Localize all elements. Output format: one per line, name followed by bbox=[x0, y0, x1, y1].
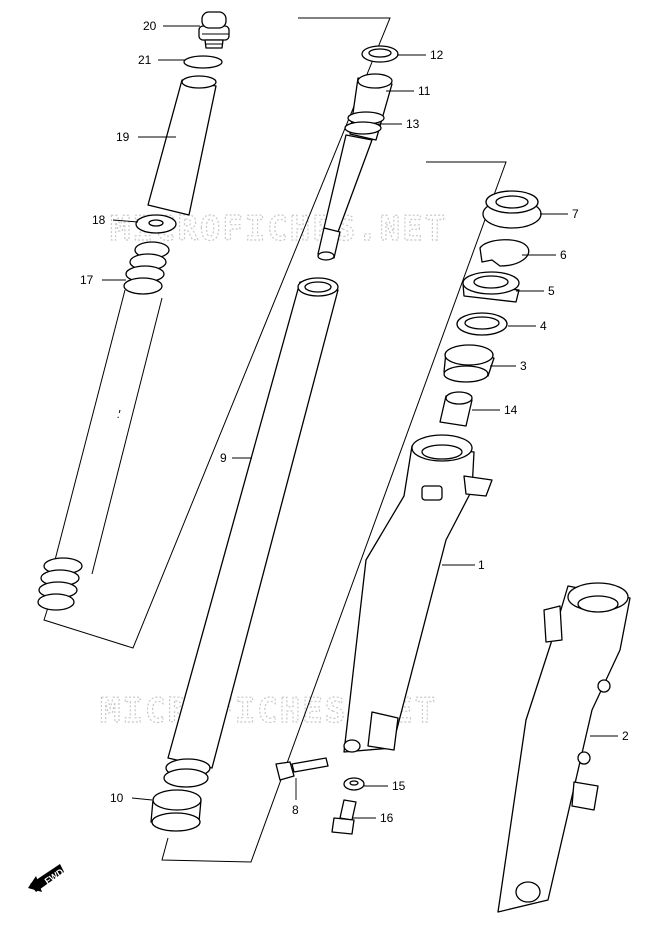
part-19-spacer[interactable] bbox=[147, 75, 217, 216]
leader-lines bbox=[102, 25, 618, 819]
part-8-bolt[interactable] bbox=[275, 757, 329, 781]
part-13-piston-ring[interactable] bbox=[344, 111, 385, 135]
callout-13: 13 bbox=[406, 117, 420, 131]
part-18-washer[interactable] bbox=[135, 214, 177, 234]
callout-8: 8 bbox=[292, 803, 299, 817]
callout-5: 5 bbox=[548, 284, 555, 298]
callout-16: 16 bbox=[380, 811, 394, 825]
callout-18: 18 bbox=[92, 213, 106, 227]
fwd-direction-arrow: FWD bbox=[28, 864, 66, 892]
inner-tube-assembly-bracket bbox=[43, 17, 391, 649]
callout-7: 7 bbox=[572, 207, 579, 221]
part-21-o-ring[interactable] bbox=[183, 55, 223, 69]
callout-6: 6 bbox=[560, 248, 567, 262]
part-20-cap-bolt[interactable] bbox=[198, 11, 230, 49]
part-2-outer-tube-left[interactable] bbox=[497, 582, 631, 913]
callout-14: 14 bbox=[504, 403, 518, 417]
callout-17: 17 bbox=[80, 273, 94, 287]
part-3-guide-bushing[interactable] bbox=[443, 344, 495, 383]
part-1-outer-tube-right[interactable] bbox=[343, 434, 493, 753]
part-4-washer[interactable] bbox=[456, 312, 508, 336]
callout-1: 1 bbox=[478, 558, 485, 572]
callout-9: 9 bbox=[220, 451, 227, 465]
callout-15: 15 bbox=[392, 779, 406, 793]
callout-11: 11 bbox=[418, 84, 431, 98]
callout-10: 10 bbox=[110, 791, 124, 805]
part-14-oil-lock-piece[interactable] bbox=[439, 391, 473, 427]
callout-4: 4 bbox=[540, 319, 547, 333]
callout-21: 21 bbox=[138, 53, 152, 67]
callout-20: 20 bbox=[143, 19, 157, 33]
part-9-inner-tube[interactable] bbox=[163, 277, 339, 788]
callout-labels: 20 21 19 18 17 9 10 12 11 13 7 6 5 4 3 1… bbox=[80, 19, 629, 825]
part-5-oil-seal[interactable] bbox=[462, 271, 520, 303]
callout-3: 3 bbox=[520, 359, 527, 373]
callout-2: 2 bbox=[622, 729, 629, 743]
part-12-ring[interactable] bbox=[361, 45, 399, 63]
part-16-bolt[interactable] bbox=[331, 799, 357, 835]
part-17-fork-spring[interactable] bbox=[37, 241, 170, 611]
part-10-slide-bushing[interactable] bbox=[150, 789, 202, 832]
callout-19: 19 bbox=[116, 130, 130, 144]
part-6-circlip[interactable] bbox=[479, 239, 530, 267]
callout-12: 12 bbox=[430, 48, 444, 62]
part-15-washer[interactable] bbox=[343, 777, 365, 791]
part-7-dust-seal[interactable] bbox=[482, 190, 542, 229]
outer-tube-assembly-bracket bbox=[161, 161, 507, 863]
